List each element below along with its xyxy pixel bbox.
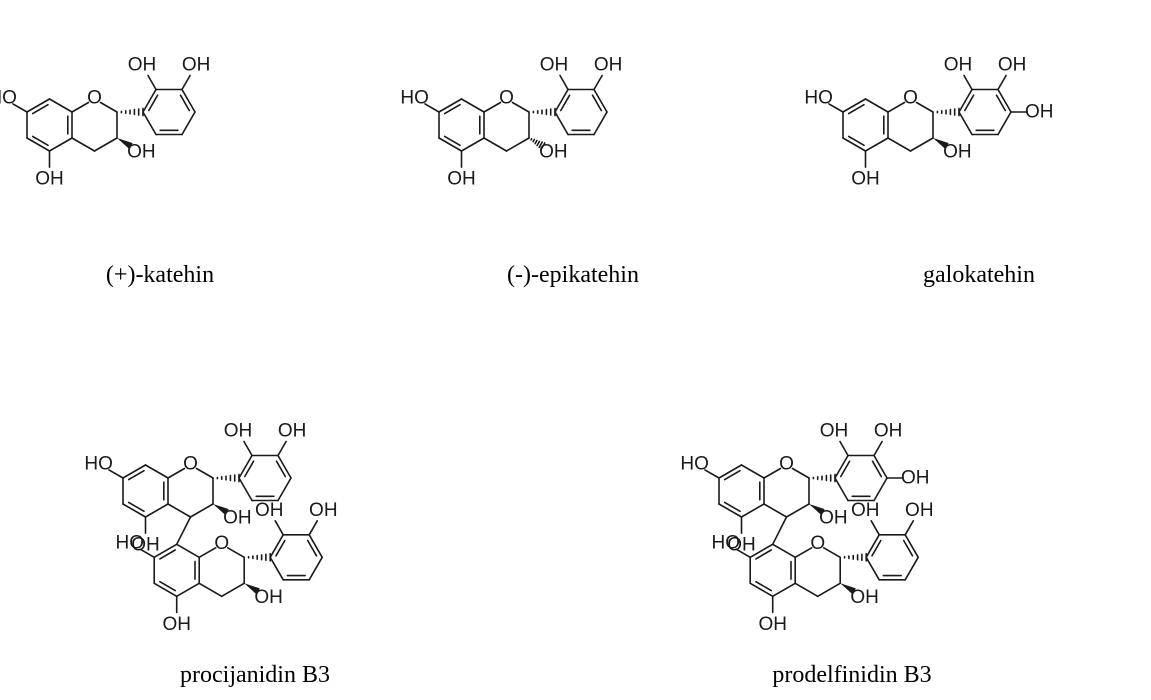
ring-oxygen-label: O bbox=[810, 533, 825, 554]
b-ring-hydroxyl-label: OH bbox=[901, 468, 930, 489]
b-ring-hydroxyl-label: OH bbox=[224, 421, 253, 442]
structure-epicatechin: O HO OH OH OH OH bbox=[400, 55, 622, 190]
b-ring-hydroxyl-label: OH bbox=[944, 55, 973, 76]
caption-catechin: (+)-katehin bbox=[105, 262, 215, 288]
a-ring-c7-label: HO bbox=[400, 87, 429, 108]
ring-oxygen-label: O bbox=[903, 88, 918, 109]
a-ring-c7-label: HO bbox=[712, 533, 741, 554]
b-ring-hydroxyl-label: OH bbox=[278, 421, 307, 442]
c3-hydroxyl-label: OH bbox=[850, 587, 879, 608]
caption-prodelphinidin-b3: prodelfinidin B3 bbox=[772, 662, 932, 688]
b-ring-hydroxyl-label: OH bbox=[820, 421, 849, 442]
caption-procyanidin-b3: procijanidin B3 bbox=[180, 662, 330, 688]
a-ring-c7-label: HO bbox=[804, 87, 833, 108]
b-ring-hydroxyl-label: OH bbox=[851, 500, 880, 521]
b-ring-hydroxyl-label: OH bbox=[309, 500, 338, 521]
ring-oxygen-label: O bbox=[183, 454, 198, 475]
b-ring-hydroxyl-label: OH bbox=[905, 500, 934, 521]
b-ring-hydroxyl-label: OH bbox=[540, 55, 569, 76]
a-ring-c5-label: OH bbox=[727, 535, 756, 556]
c3-hydroxyl-label: OH bbox=[254, 587, 283, 608]
a-ring-c7-label: HO bbox=[680, 453, 709, 474]
b-ring-hydroxyl-label: OH bbox=[594, 55, 623, 76]
b-ring-hydroxyl-label: OH bbox=[182, 55, 211, 76]
c3-hydroxyl-label: OH bbox=[539, 142, 568, 163]
a-ring-c5-label: OH bbox=[851, 169, 880, 190]
structure-catechin: O HO OH OH OH OH bbox=[0, 55, 210, 190]
structure-gallocatechin: O HO OH OH OH OH OH bbox=[804, 55, 1053, 190]
a-ring-c5-label: OH bbox=[162, 614, 191, 635]
b-ring-hydroxyl-label: OH bbox=[255, 500, 284, 521]
a-ring-c7-label: HO bbox=[84, 453, 113, 474]
ring-oxygen-label: O bbox=[87, 88, 102, 109]
b-ring-hydroxyl-label: OH bbox=[874, 421, 903, 442]
c3-hydroxyl-label: OH bbox=[943, 142, 972, 163]
b-ring-hydroxyl-label: OH bbox=[998, 55, 1027, 76]
b-ring-hydroxyl-label: OH bbox=[1025, 102, 1054, 123]
a-ring-c5-label: OH bbox=[131, 535, 160, 556]
b-ring-hydroxyl-label: OH bbox=[128, 55, 157, 76]
a-ring-c5-label: OH bbox=[758, 614, 787, 635]
ring-oxygen-label: O bbox=[779, 454, 794, 475]
c3-hydroxyl-label: OH bbox=[223, 508, 252, 529]
a-ring-c5-label: OH bbox=[35, 169, 64, 190]
ring-oxygen-label: O bbox=[214, 533, 229, 554]
a-ring-c5-label: OH bbox=[447, 169, 476, 190]
ring-oxygen-label: O bbox=[499, 88, 514, 109]
a-ring-c7-label: HO bbox=[0, 87, 17, 108]
c3-hydroxyl-label: OH bbox=[819, 508, 848, 529]
c3-hydroxyl-label: OH bbox=[127, 142, 156, 163]
caption-gallocatechin: galokatehin bbox=[923, 262, 1035, 288]
caption-epicatechin: (-)-epikatehin bbox=[507, 262, 639, 288]
a-ring-c7-label: HO bbox=[116, 533, 145, 554]
